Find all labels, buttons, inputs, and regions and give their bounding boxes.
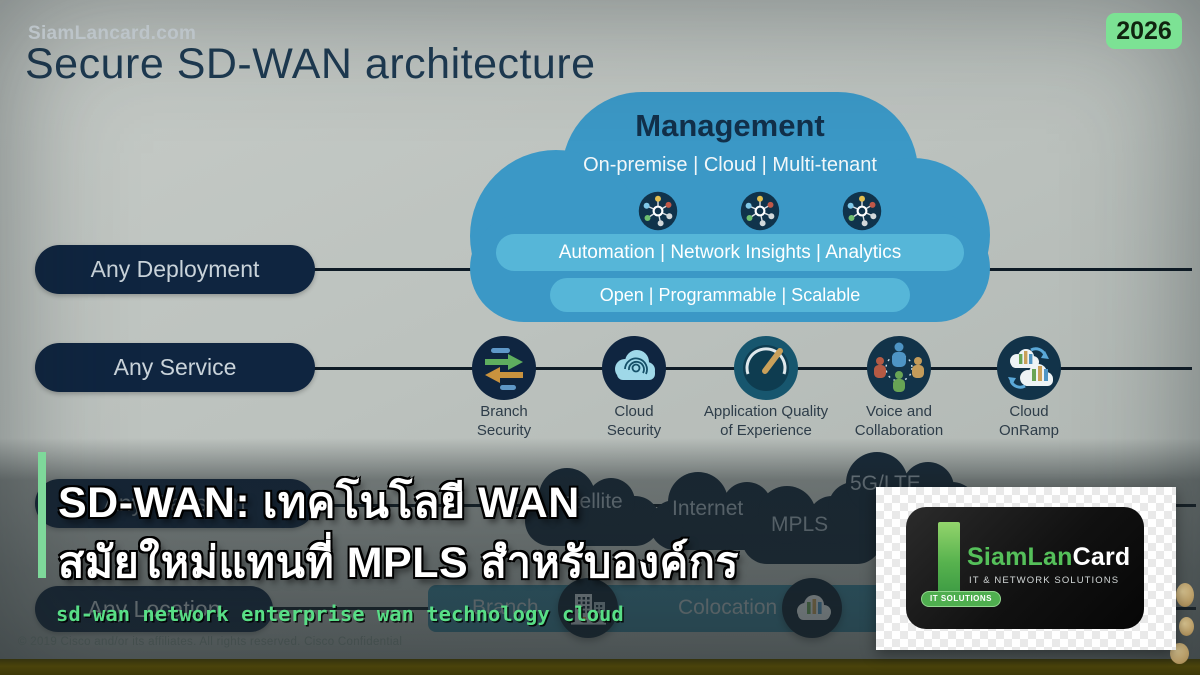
watermark-text: SiamLancard.com — [28, 23, 197, 44]
page-title: Secure SD-WAN architecture — [25, 40, 596, 88]
logo-it-solutions-badge: IT SOLUTIONS — [921, 591, 1001, 607]
application-qoe-icon — [734, 336, 798, 400]
bottom-strip — [0, 659, 1200, 675]
accent-bar — [38, 452, 46, 578]
controller-network-icon — [842, 191, 882, 231]
sitelogo-card: SiamLanCard IT & NETWORK SOLUTIONS IT SO… — [906, 507, 1144, 629]
management-title: Management — [635, 108, 825, 143]
coin-decoration — [1176, 583, 1194, 607]
cloud-onramp-icon — [997, 336, 1061, 400]
headline-thai-line2: สมัยใหม่แทนที่ MPLS สำหรับองค์กร — [58, 539, 739, 587]
mpls-label: MPLS — [771, 513, 829, 536]
year-badge: 2026 — [1106, 13, 1182, 49]
logo-green-bar-icon — [938, 522, 960, 596]
cloud-security-icon — [602, 336, 666, 400]
logo-brand: SiamLanCard — [967, 543, 1131, 571]
keywords-text: sd-wan network enterprise wan technology… — [56, 602, 624, 626]
logo-tagline: IT & NETWORK SOLUTIONS — [969, 575, 1120, 586]
copyright-text: © 2019 Cisco and/or its affiliates. All … — [18, 636, 403, 648]
colocation-cloud-icon — [782, 578, 842, 638]
management-subtitle: On-premise | Cloud | Multi-tenant — [583, 154, 877, 176]
colocation-label: Colocation — [678, 596, 778, 619]
pill-any-deployment: Any Deployment — [35, 245, 315, 294]
headline-thai-line1: SD-WAN: เทคโนโลยี WAN — [58, 479, 580, 527]
internet-label: Internet — [672, 497, 744, 520]
open-pill: Open | Programmable | Scalable — [550, 278, 910, 312]
automation-pill: Automation | Network Insights | Analytic… — [496, 234, 964, 271]
controller-network-icon — [740, 191, 780, 231]
controller-network-icon — [638, 191, 678, 231]
coin-decoration — [1179, 617, 1194, 636]
management-cloud: Management On-premise | Cloud | Multi-te… — [470, 92, 990, 322]
sitelogo-box: SiamLanCard IT & NETWORK SOLUTIONS IT SO… — [876, 487, 1176, 650]
branch-security-icon — [472, 336, 536, 400]
voice-collaboration-icon — [867, 336, 931, 400]
pill-any-service: Any Service — [35, 343, 315, 392]
